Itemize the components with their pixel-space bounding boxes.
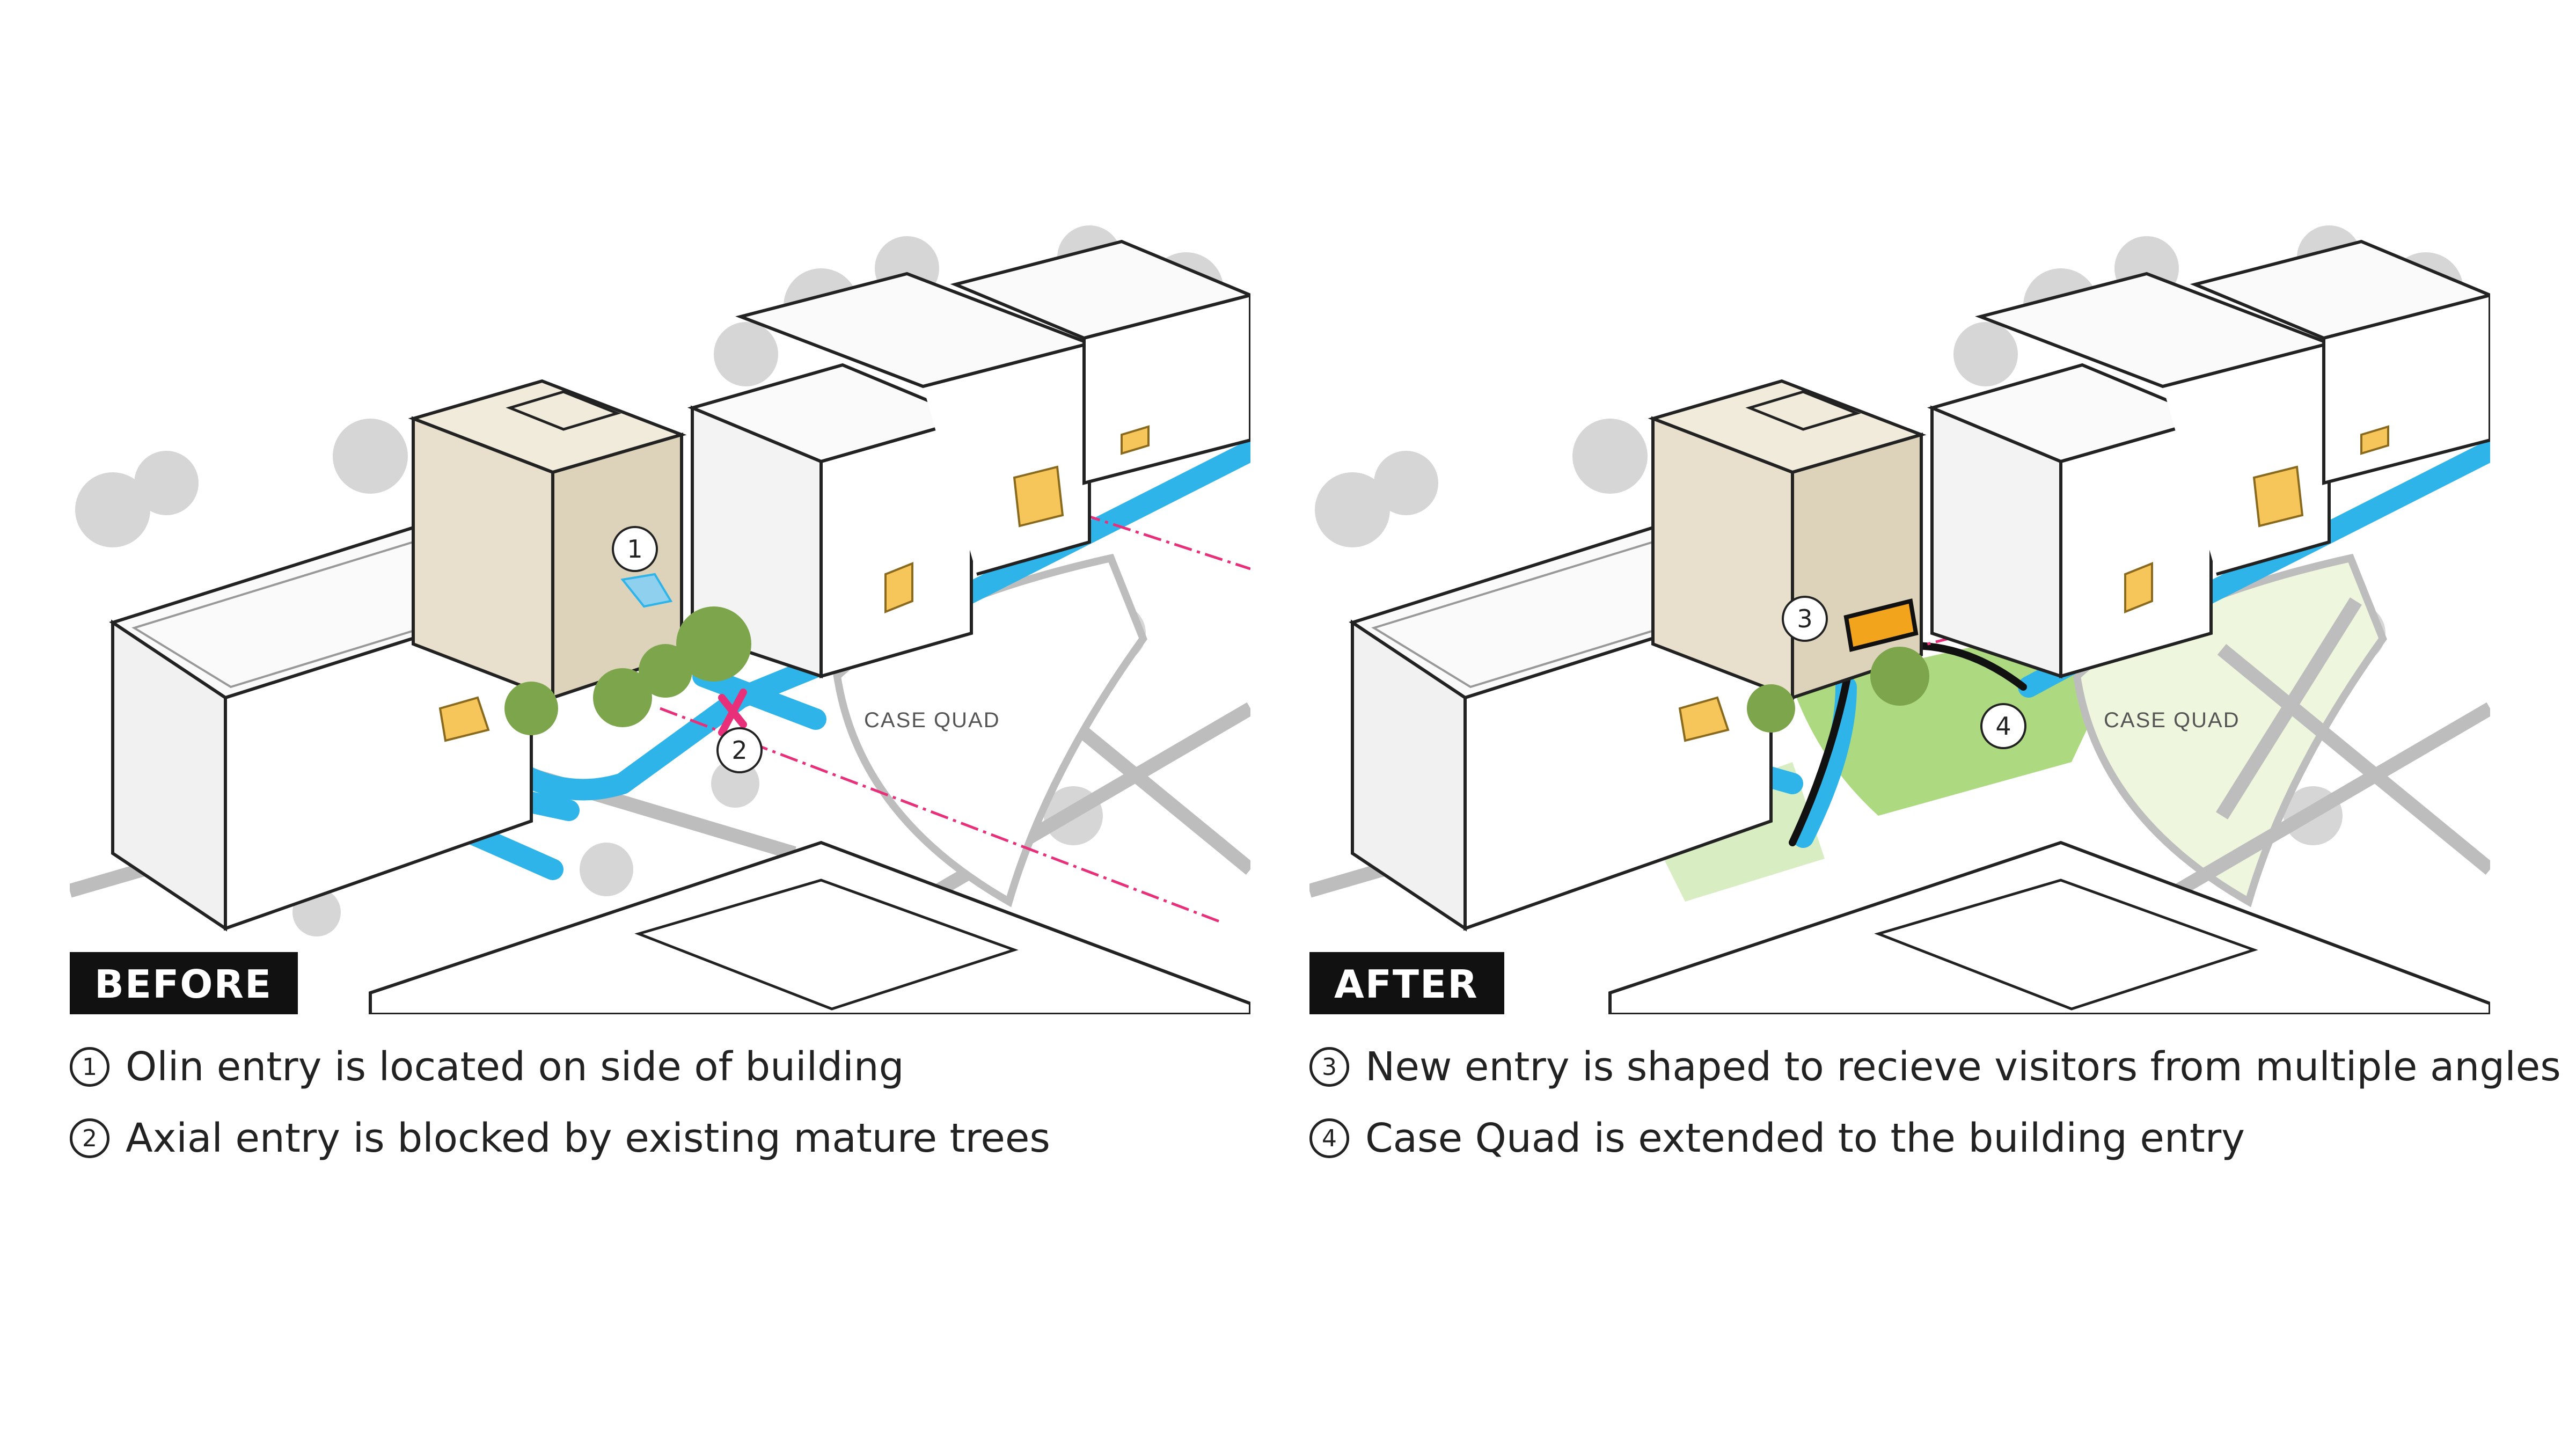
entry-shape-mid bbox=[2124, 562, 2153, 613]
marker-1: 1 bbox=[612, 526, 658, 572]
caption-text: Case Quad is extended to the building en… bbox=[1365, 1115, 2245, 1161]
case-quad-label: CASE QUAD bbox=[864, 708, 1000, 732]
building-left bbox=[1349, 524, 1775, 932]
entry-shapes bbox=[438, 425, 1150, 742]
caption-2: 2 Axial entry is blocked by existing mat… bbox=[70, 1115, 1050, 1161]
mature-trees bbox=[504, 606, 751, 735]
caption-3: 3 New entry is shaped to recieve visitor… bbox=[1309, 1044, 2561, 1090]
before-diagram bbox=[70, 225, 1250, 1014]
entry-shape-far bbox=[2360, 425, 2389, 455]
caption-number: 1 bbox=[70, 1047, 109, 1087]
entry-shape-right bbox=[1013, 465, 1064, 528]
before-panel: CASE QUAD 1 2 BEFORE bbox=[70, 225, 1250, 1014]
caption-number: 2 bbox=[70, 1118, 109, 1158]
entry-shape-mid bbox=[884, 562, 913, 613]
after-tag: AFTER bbox=[1309, 952, 1504, 1014]
new-olin-entry bbox=[1843, 598, 1919, 652]
marker-2: 2 bbox=[716, 727, 763, 773]
caption-text: New entry is shaped to recieve visitors … bbox=[1365, 1044, 2561, 1090]
marker-4: 4 bbox=[1980, 703, 2026, 749]
caption-1: 1 Olin entry is located on side of build… bbox=[70, 1044, 904, 1090]
olin-building bbox=[408, 379, 687, 700]
building-foreground bbox=[1608, 840, 2490, 1014]
building-foreground bbox=[369, 840, 1250, 1014]
entry-shape-far bbox=[1121, 425, 1150, 455]
caption-text: Olin entry is located on side of buildin… bbox=[126, 1044, 904, 1090]
olin-building bbox=[1648, 379, 1927, 700]
entry-shapes bbox=[1678, 425, 2389, 742]
entry-shape-left bbox=[438, 696, 490, 742]
marker-3: 3 bbox=[1782, 596, 1828, 642]
caption-4: 4 Case Quad is extended to the building … bbox=[1309, 1115, 2245, 1161]
olin-side-entry bbox=[620, 573, 673, 608]
entry-shape-left bbox=[1678, 696, 1730, 742]
caption-text: Axial entry is blocked by existing matur… bbox=[126, 1115, 1050, 1161]
case-quad-label: CASE QUAD bbox=[2104, 708, 2240, 732]
trees bbox=[1747, 647, 1929, 733]
before-tag: BEFORE bbox=[70, 952, 298, 1014]
building-left bbox=[109, 524, 535, 932]
blocked-x-icon bbox=[718, 689, 747, 736]
caption-number: 4 bbox=[1309, 1118, 1349, 1158]
after-diagram bbox=[1309, 225, 2490, 1014]
after-panel: CASE QUAD 3 4 AFTER bbox=[1309, 225, 2490, 1014]
building-mid bbox=[1927, 363, 2216, 679]
caption-number: 3 bbox=[1309, 1047, 1349, 1087]
entry-shape-right bbox=[2252, 465, 2304, 528]
